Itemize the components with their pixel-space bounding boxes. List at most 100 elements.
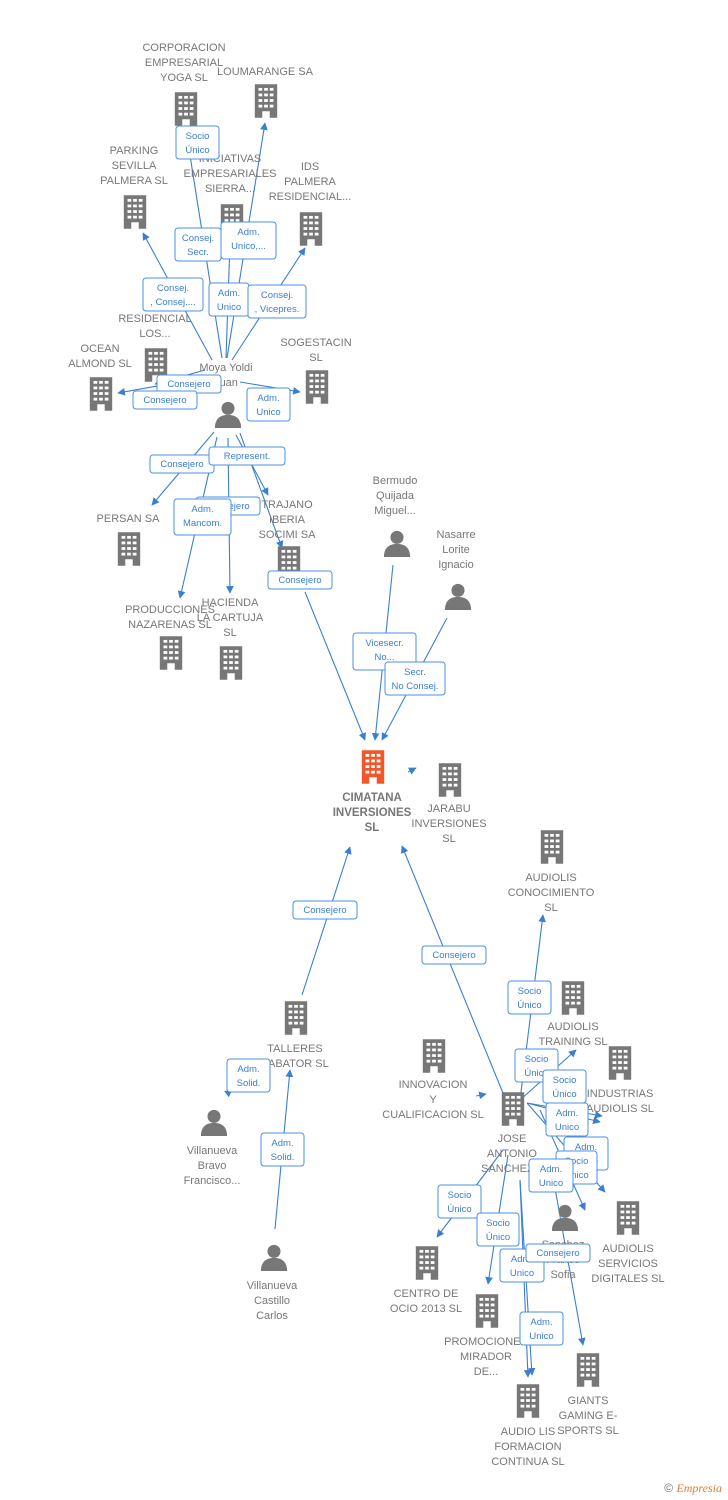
relation-label[interactable]: Represent. xyxy=(208,446,286,466)
person-node-sofia[interactable]: SanchezFrancoSofia xyxy=(542,1204,585,1281)
relation-text: Consejero xyxy=(167,379,210,390)
building-icon xyxy=(159,636,183,670)
relation-label[interactable]: Consejero xyxy=(149,454,215,474)
relation-label[interactable]: Adm.Unico xyxy=(519,1311,564,1346)
person-icon xyxy=(383,530,411,557)
relation-label[interactable]: Adm.Solid. xyxy=(226,1058,271,1093)
building-icon xyxy=(254,84,278,118)
building-icon xyxy=(561,981,585,1015)
relation-text: Adm.Unico xyxy=(529,1317,553,1342)
building-icon xyxy=(438,763,462,797)
relation-label[interactable]: Adm.Unico xyxy=(528,1158,574,1193)
building-icon xyxy=(117,532,141,566)
company-node-lou[interactable]: LOUMARANGE SA xyxy=(217,66,314,118)
relation-text: Represent. xyxy=(224,451,270,462)
relation-label[interactable]: Adm.Unico xyxy=(208,282,250,317)
edge xyxy=(301,846,352,996)
relation-text: Secr.No Consej. xyxy=(392,667,439,692)
edge xyxy=(407,767,417,775)
relation-label[interactable]: Adm.Unico xyxy=(246,387,291,422)
person-icon xyxy=(200,1109,228,1136)
relation-label[interactable]: Consejero xyxy=(525,1243,591,1263)
relation-label[interactable]: Secr.No Consej. xyxy=(384,661,446,696)
brand-name: Empresia xyxy=(676,1481,722,1495)
relation-label[interactable]: Consejero xyxy=(421,945,487,965)
relation-text: Adm.Unico xyxy=(256,393,280,418)
building-icon xyxy=(305,370,329,404)
relation-label[interactable]: Consejero xyxy=(267,570,333,590)
relation-label[interactable]: Adm.Mancom. xyxy=(173,498,232,536)
relation-label[interactable]: Adm.Unico,... xyxy=(220,221,277,260)
person-icon xyxy=(260,1244,288,1271)
relation-label[interactable]: Consej.Secr. xyxy=(174,227,222,262)
building-icon xyxy=(299,212,323,246)
relation-label[interactable]: Adm.Solid. xyxy=(260,1132,305,1167)
relation-label[interactable]: Adm.Unico xyxy=(545,1102,589,1137)
copyright-icon: © xyxy=(664,1481,674,1495)
relation-label[interactable]: Consej., Consej.... xyxy=(142,277,204,312)
building-icon xyxy=(516,1384,540,1418)
relation-text: Adm.Unico xyxy=(510,1254,534,1279)
relation-text: Consejero xyxy=(278,575,321,586)
building-icon xyxy=(89,377,113,411)
company-node-persan[interactable]: PERSAN SA xyxy=(97,513,161,566)
empresia-credit[interactable]: © Empresia xyxy=(664,1481,722,1496)
relation-label[interactable]: Consejero xyxy=(156,374,222,394)
relation-label[interactable]: Consejero xyxy=(132,390,198,410)
edge xyxy=(475,1091,487,1100)
relation-label[interactable]: Consej., Vicepres. xyxy=(247,284,307,319)
relation-text: Consej., Consej.... xyxy=(150,283,195,308)
relation-text: Adm.Unico xyxy=(217,288,241,313)
relation-label[interactable]: Consejero xyxy=(292,900,358,920)
